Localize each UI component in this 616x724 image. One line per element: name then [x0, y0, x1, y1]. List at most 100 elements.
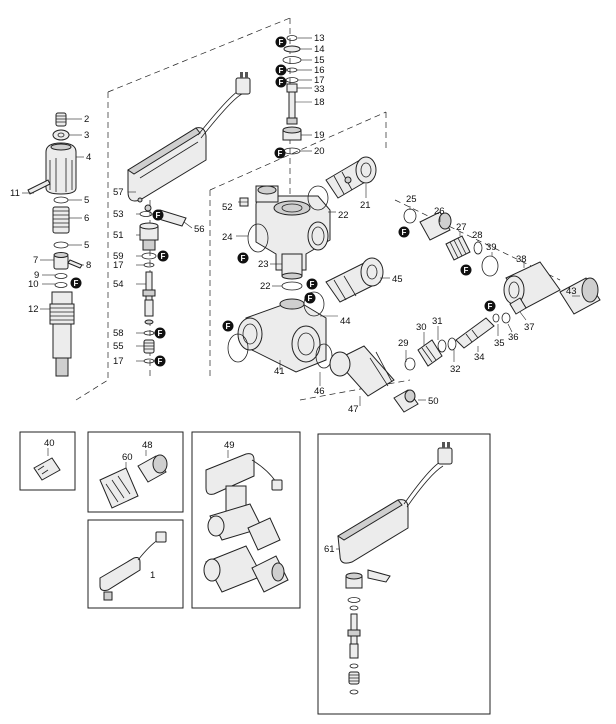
callout-57: 57	[113, 187, 124, 198]
oring-part-24	[247, 223, 269, 253]
callout-53: 53	[113, 209, 124, 220]
pin-part-11	[27, 179, 51, 195]
piston-part-54	[142, 271, 156, 325]
union-fitting-part-21	[325, 156, 377, 199]
badge-f-1: F	[275, 36, 287, 48]
callout-25: 25	[406, 194, 417, 205]
callout-37: 37	[524, 322, 535, 333]
nut-part-3	[52, 129, 70, 141]
badge-f-10: F	[237, 252, 249, 264]
washer-part-5a	[53, 196, 69, 204]
svg-text:60: 60	[122, 452, 133, 463]
oring-part-44	[303, 291, 325, 317]
callout-14: 14	[314, 44, 325, 55]
badge-f-2: F	[275, 64, 287, 76]
oring-part-22a	[307, 185, 329, 211]
callout-4: 4	[86, 152, 91, 163]
badge-f-11: F	[306, 278, 318, 290]
svg-text:1: 1	[150, 570, 155, 581]
callout-44: 44	[340, 316, 351, 327]
callout-36: 36	[508, 332, 519, 343]
svg-text:F: F	[241, 254, 246, 263]
badge-f-12: F	[304, 292, 316, 304]
callout-10: 10	[28, 279, 39, 290]
fitting-part-51	[139, 222, 159, 251]
svg-text:49: 49	[224, 440, 235, 451]
spring-part-6	[52, 206, 70, 234]
badge-f-13: F	[222, 320, 234, 332]
callout-46: 46	[314, 386, 325, 397]
callout-30: 30	[416, 322, 427, 333]
spring-part-30	[417, 339, 443, 367]
seat-part-19	[282, 126, 302, 141]
callout-22a: 22	[338, 210, 349, 221]
badge-f-16: F	[484, 300, 496, 312]
lubrication-badges: F F F F F F F F F F F F F F F F	[70, 36, 496, 367]
valve-part-37	[509, 297, 527, 315]
valve-stem-part-18	[286, 91, 298, 125]
oring-part-17c	[285, 77, 299, 83]
callout-numbers: 2 3 4 11 5 6 5 7 8 9 10 12 13 14 15 16 1…	[10, 33, 577, 415]
ring-part-36	[501, 312, 511, 324]
callout-22b: 22	[260, 281, 271, 292]
callout-5a: 5	[84, 195, 89, 206]
callout-3: 3	[84, 130, 89, 141]
callout-8: 8	[86, 260, 91, 271]
inset-box-48-60: 48 60	[87, 431, 184, 513]
handle-assembly	[27, 112, 83, 377]
pin-part-8	[67, 259, 83, 269]
callout-17a: 17	[113, 260, 124, 271]
callout-51: 51	[113, 230, 124, 241]
badge-f-5: F	[152, 209, 164, 221]
valve-body-part-12	[49, 291, 75, 377]
oring-part-28	[473, 241, 483, 255]
grip-handle-part-4	[45, 142, 77, 195]
pressure-switch-part-57	[127, 72, 251, 212]
piston-part-34	[455, 317, 495, 349]
oring-part-58	[143, 330, 155, 336]
unloader-body-upper	[255, 185, 331, 280]
callout-20: 20	[314, 146, 325, 157]
callout-5b: 5	[84, 240, 89, 251]
oring-part-41	[227, 333, 249, 363]
callout-41: 41	[274, 366, 285, 377]
callout-55: 55	[113, 341, 124, 352]
badge-f-3: F	[275, 76, 287, 88]
callout-28: 28	[472, 230, 483, 241]
svg-text:F: F	[310, 280, 315, 289]
callout-19: 19	[314, 130, 325, 141]
svg-text:F: F	[279, 38, 284, 47]
callout-17b: 17	[113, 356, 124, 367]
valve-part-7	[53, 252, 69, 270]
spring-part-55	[143, 339, 155, 354]
svg-text:F: F	[279, 66, 284, 75]
oring-part-29	[404, 357, 416, 371]
callout-27: 27	[456, 222, 467, 233]
callout-54: 54	[113, 279, 124, 290]
spring-part-27	[445, 235, 471, 261]
badge-f-14: F	[398, 226, 410, 238]
svg-text:F: F	[279, 78, 284, 87]
oring-part-15	[282, 56, 302, 64]
callout-31: 31	[432, 316, 443, 327]
callout-9: 9	[34, 270, 39, 281]
top-seal-stack	[282, 35, 302, 155]
svg-text:F: F	[278, 149, 283, 158]
callout-38: 38	[516, 254, 527, 265]
callout-45: 45	[392, 274, 403, 285]
callout-58: 58	[113, 328, 124, 339]
inset-box-61: 61	[317, 433, 491, 715]
svg-text:F: F	[156, 211, 161, 220]
oring-part-16	[286, 67, 298, 73]
callout-2: 2	[84, 114, 89, 125]
leader-lines	[22, 37, 580, 406]
svg-text:40: 40	[44, 438, 55, 449]
inset-box-49: 49	[191, 431, 301, 609]
callout-39: 39	[486, 242, 497, 253]
callout-35: 35	[494, 338, 505, 349]
svg-text:F: F	[464, 266, 469, 275]
svg-text:F: F	[308, 294, 313, 303]
badge-f-9: F	[70, 277, 82, 289]
unloader-body-lower	[237, 298, 327, 373]
callout-18: 18	[314, 97, 325, 108]
